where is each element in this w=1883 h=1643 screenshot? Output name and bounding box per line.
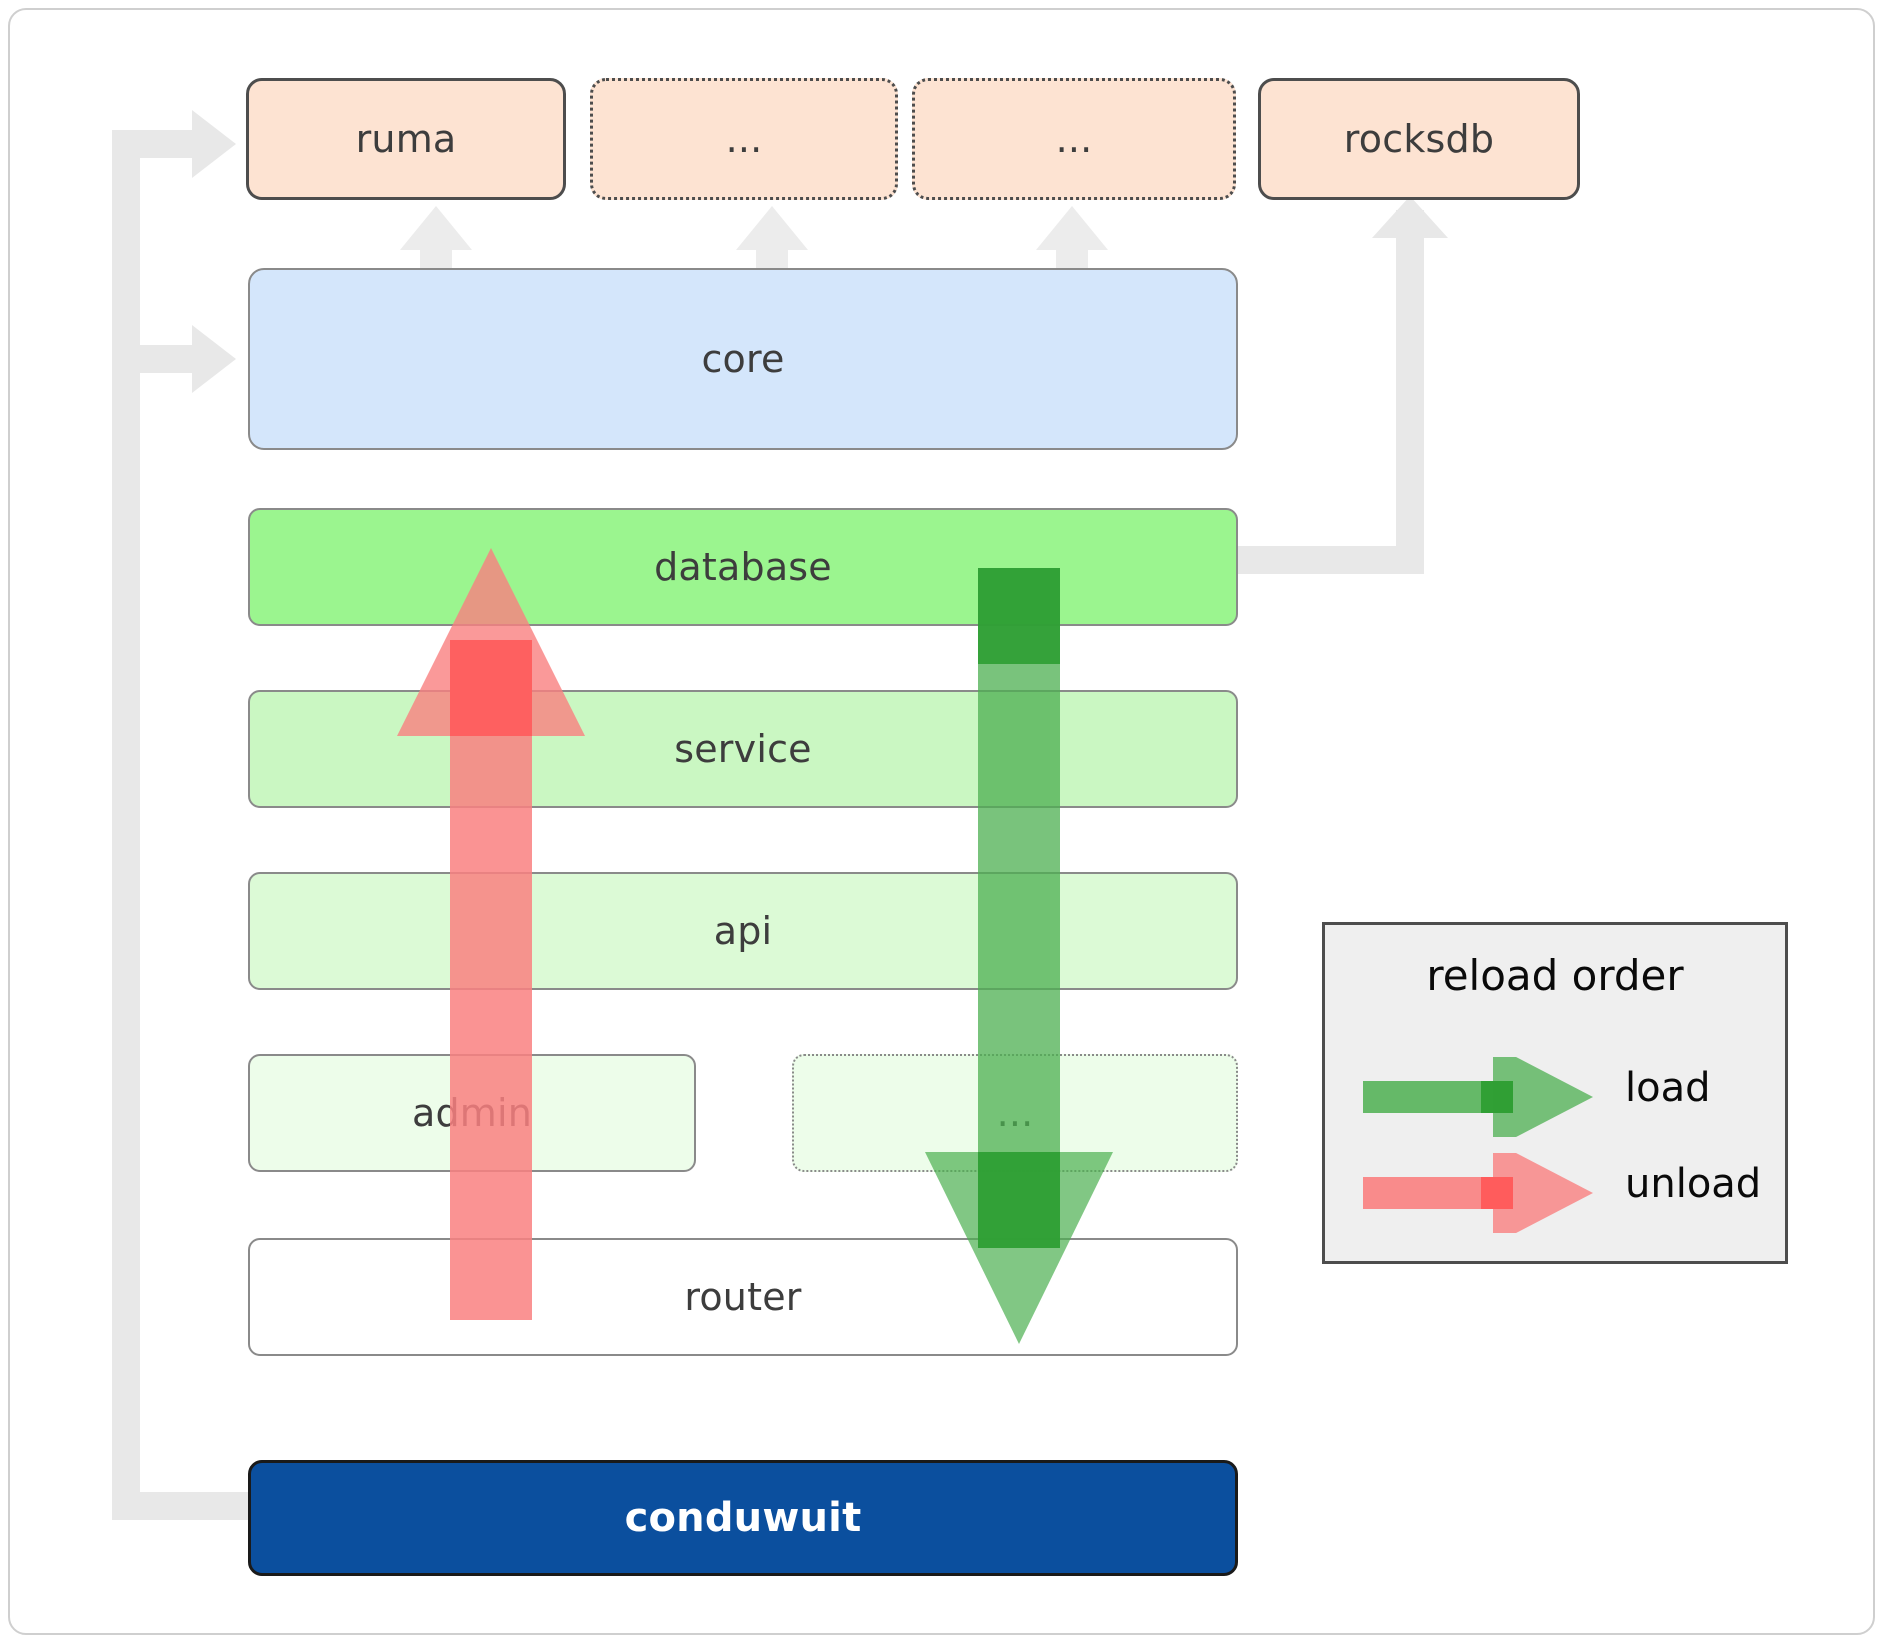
node-dependency-dots-2-label: ... xyxy=(1055,117,1093,161)
node-service[interactable]: service xyxy=(248,690,1238,808)
connector-arrow-to-ruma xyxy=(112,110,236,178)
node-admin[interactable]: admin xyxy=(248,1054,696,1172)
connector-arrow-core-to-ruma xyxy=(400,206,472,272)
legend-label-load: load xyxy=(1625,1065,1711,1111)
legend-reload-order: reload order load unload xyxy=(1322,922,1788,1264)
node-layer-dots-3[interactable]: ... xyxy=(792,1054,1238,1172)
node-ruma[interactable]: ruma xyxy=(246,78,566,200)
legend-title: reload order xyxy=(1426,951,1684,1000)
node-core-label: core xyxy=(701,337,785,381)
load-arrow-icon xyxy=(1363,1057,1593,1137)
node-conduwuit-label: conduwuit xyxy=(624,1495,862,1541)
node-api-label: api xyxy=(713,909,773,953)
node-admin-label: admin xyxy=(411,1091,533,1135)
connector-arrow-to-core xyxy=(112,325,236,393)
unload-arrow-icon xyxy=(1363,1153,1593,1233)
node-rocksdb-label: rocksdb xyxy=(1343,117,1495,161)
node-router[interactable]: router xyxy=(248,1238,1238,1356)
connector-arrow-core-to-dots1 xyxy=(736,206,808,272)
node-router-label: router xyxy=(684,1275,802,1319)
connector-db-right-stub xyxy=(1238,546,1418,574)
node-rocksdb[interactable]: rocksdb xyxy=(1258,78,1580,200)
connector-db-vertical xyxy=(1396,210,1424,574)
node-api[interactable]: api xyxy=(248,872,1238,990)
legend-label-unload: unload xyxy=(1625,1161,1762,1207)
legend-row-unload: unload xyxy=(1325,1153,1785,1233)
node-core[interactable]: core xyxy=(248,268,1238,450)
node-conduwuit[interactable]: conduwuit xyxy=(248,1460,1238,1576)
legend-row-load: load xyxy=(1325,1057,1785,1137)
node-dependency-dots-2[interactable]: ... xyxy=(912,78,1236,200)
node-service-label: service xyxy=(674,727,812,771)
node-dependency-dots-1-label: ... xyxy=(725,117,763,161)
node-layer-dots-3-label: ... xyxy=(996,1091,1034,1135)
node-database-label: database xyxy=(654,545,832,589)
connector-trunk-vertical xyxy=(112,130,140,1520)
node-ruma-label: ruma xyxy=(355,117,457,161)
node-database[interactable]: database xyxy=(248,508,1238,626)
connector-arrow-core-to-dots2 xyxy=(1036,206,1108,272)
connector-arrow-to-rocksdb xyxy=(1372,196,1448,260)
node-dependency-dots-1[interactable]: ... xyxy=(590,78,898,200)
connector-stub-root xyxy=(112,1492,252,1520)
